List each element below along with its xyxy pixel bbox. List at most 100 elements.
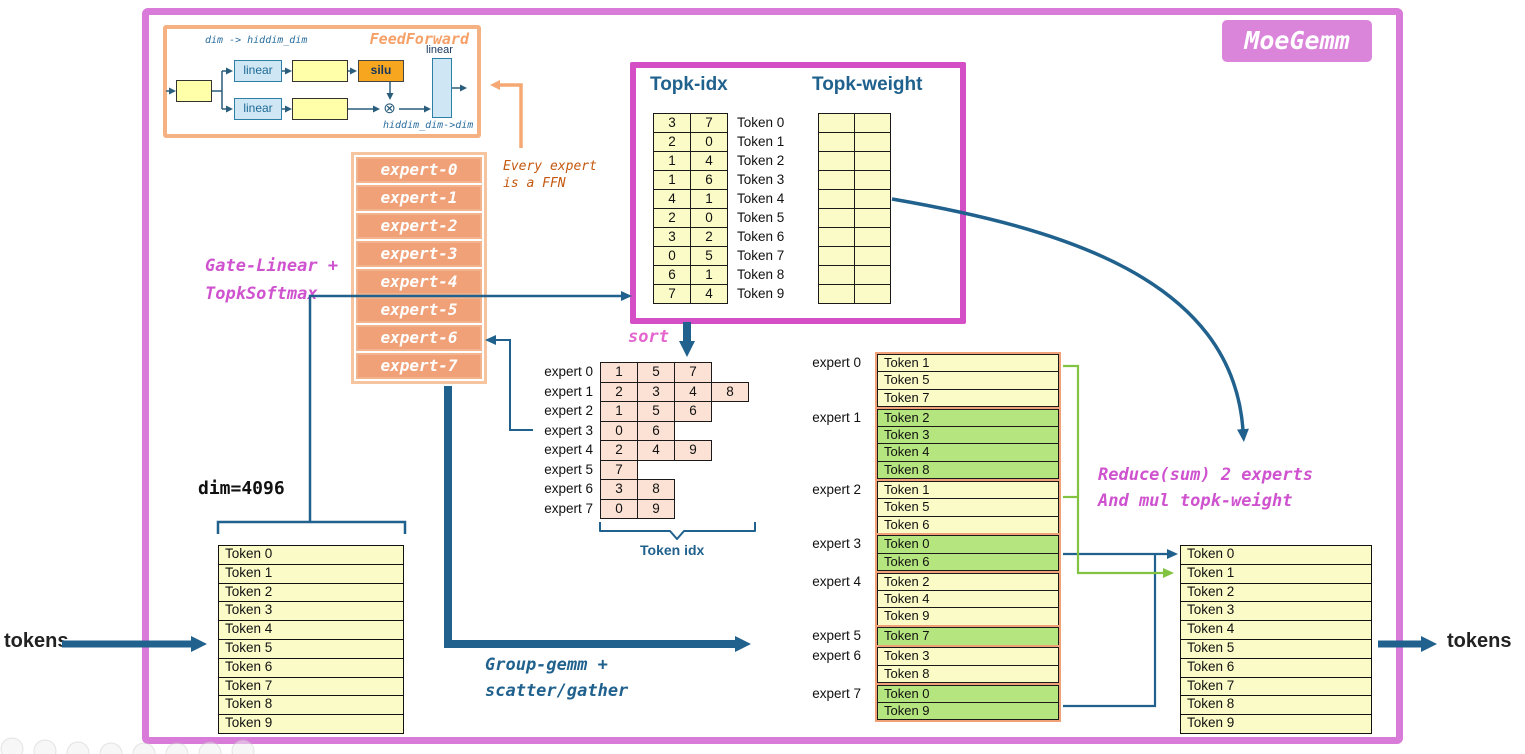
- topk-weight-row: [818, 246, 891, 266]
- expert-token-row: Token 4: [877, 443, 1059, 462]
- token-label: Token 4: [737, 191, 785, 206]
- expert-token-row: Token 9: [877, 607, 1059, 626]
- topk-weight-cell: [854, 132, 891, 152]
- sorted-cell: 4: [637, 440, 675, 461]
- topk-idx-cell: 3: [653, 113, 691, 133]
- topk-idx-cell: 3: [653, 227, 691, 247]
- hidden-dim-note: hiddim_dim->dim: [383, 120, 474, 131]
- expert-token-row: Token 6: [877, 552, 1059, 572]
- input-token-row: Token 1: [218, 563, 404, 585]
- input-token-row: Token 9: [218, 714, 404, 735]
- token-idx-label: Token idx: [640, 542, 705, 558]
- topk-weight-cell: [854, 284, 891, 304]
- output-token-row: Token 0: [1180, 545, 1372, 566]
- expert-token-row: Token 5: [877, 371, 1059, 390]
- sorted-cell: 9: [637, 498, 675, 519]
- expert-label: expert 0: [544, 364, 593, 379]
- expert-token-row: Token 8: [877, 664, 1059, 684]
- topk-weight-header: Topk-weight: [812, 74, 923, 95]
- sorted-cell: 5: [637, 401, 675, 422]
- topk-weight-row: [818, 113, 891, 133]
- topk-weight-cell: [818, 284, 855, 304]
- topk-weight-cell: [854, 113, 891, 133]
- expert-item: expert-2: [356, 213, 482, 239]
- expert-token-row: Token 6: [877, 515, 1059, 534]
- expert-token-row: Token 7: [877, 627, 1059, 646]
- topk-idx-cell: 4: [653, 189, 691, 209]
- expert-token-row: Token 9: [877, 701, 1059, 721]
- sorted-cell: 8: [637, 479, 675, 500]
- topk-idx-cell: 1: [690, 265, 728, 285]
- topk-weight-cell: [854, 246, 891, 266]
- expert-token-row: Token 3: [877, 426, 1059, 445]
- sorted-cell: 6: [674, 401, 712, 422]
- feedforward-label: FeedForward: [369, 30, 469, 48]
- sorted-row: expert 5 7: [535, 459, 749, 480]
- expert-group-label: expert 3: [812, 536, 861, 552]
- topk-idx-cell: 5: [690, 246, 728, 266]
- input-token-row: Token 4: [218, 620, 404, 641]
- hidden-bottom-box: [292, 98, 348, 120]
- topk-idx-cell: 0: [690, 132, 728, 152]
- expert-label: expert 5: [544, 461, 593, 477]
- expert-token-row: Token 2: [877, 572, 1059, 592]
- expert-label: expert 7: [544, 500, 593, 516]
- output-token-row: Token 2: [1180, 582, 1372, 603]
- topk-idx-cell: 7: [653, 284, 691, 304]
- topk-weight-cell: [854, 189, 891, 209]
- token-label: Token 1: [737, 134, 785, 149]
- topk-idx-cell: 2: [653, 132, 691, 152]
- token-label: Token 9: [737, 286, 785, 301]
- output-token-row: Token 6: [1180, 657, 1372, 679]
- topk-weight-row: [818, 189, 891, 209]
- topk-weight-row: [818, 132, 891, 152]
- sorted-cell: 6: [637, 420, 675, 441]
- expert-label: expert 6: [544, 481, 593, 496]
- topk-idx-cell: 2: [653, 208, 691, 228]
- expert-item: expert-0: [356, 157, 482, 183]
- expert-token-row: Token 7: [877, 388, 1059, 408]
- token-label: Token 2: [737, 153, 785, 168]
- sorted-cell: 3: [637, 381, 675, 402]
- sorted-cell: 3: [600, 479, 638, 500]
- sorted-cell: 7: [600, 459, 638, 480]
- expert-group-label: expert 1: [812, 409, 861, 425]
- hidden-top-box: [292, 60, 348, 82]
- topk-weight-row: [818, 265, 891, 285]
- multiply-icon: ⊗: [383, 100, 396, 117]
- sorted-cell: 0: [600, 420, 638, 441]
- topk-weight-cell: [818, 208, 855, 228]
- sorted-cell: 4: [674, 381, 712, 402]
- topk-weight-cell: [854, 265, 891, 285]
- linear-top-box: linear: [234, 60, 282, 82]
- output-token-row: Token 5: [1180, 638, 1372, 660]
- output-token-row: Token 8: [1180, 695, 1372, 716]
- topk-idx-cell: 7: [690, 113, 728, 133]
- topk-idx-cell: 4: [690, 151, 728, 171]
- input-token-row: Token 7: [218, 676, 404, 697]
- reduce-note: Reduce(sum) 2 experts And mul topk-weigh…: [1098, 465, 1313, 511]
- input-box: [176, 80, 212, 102]
- expert-token-row: Token 4: [877, 590, 1059, 609]
